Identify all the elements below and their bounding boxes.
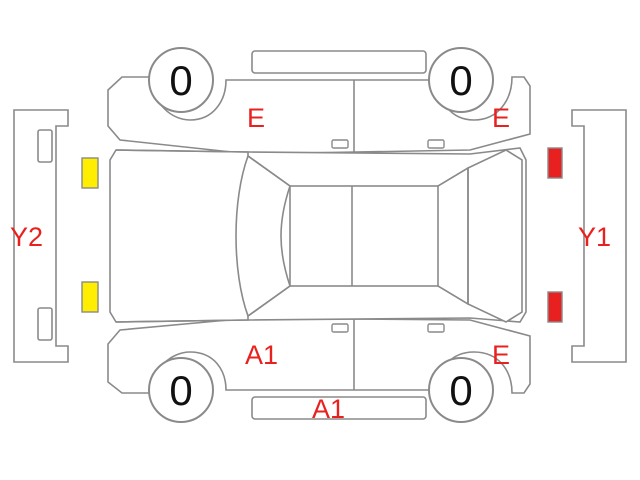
tire-front-right[interactable]: 0 (148, 357, 214, 423)
mark-rear-bumper: Y1 (578, 222, 611, 252)
taillight-upper[interactable] (547, 147, 563, 179)
rear-bumper[interactable] (571, 109, 627, 363)
mark-right-rear-door-bottom: E (492, 340, 510, 370)
car-body-top[interactable] (109, 147, 527, 323)
headlight-upper[interactable] (81, 157, 99, 189)
tire-rear-left-value: 0 (449, 57, 472, 104)
front-bumper[interactable] (13, 109, 69, 363)
mark-sill-bottom: A1 (312, 394, 345, 424)
mark-right-rear-door-top: E (492, 103, 510, 133)
tire-front-left[interactable]: 0 (148, 47, 214, 113)
roof-rail-top[interactable] (251, 50, 427, 74)
side-sill-bottom[interactable] (251, 396, 427, 420)
mark-left-front-door-bottom: A1 (245, 340, 278, 370)
taillight-lower[interactable] (547, 291, 563, 323)
tire-rear-right-value: 0 (449, 367, 472, 414)
tire-rear-right[interactable]: 0 (428, 357, 494, 423)
headlight-lower[interactable] (81, 281, 99, 313)
mark-left-front-door-top: E (247, 103, 265, 133)
mark-front-bumper: Y2 (10, 222, 43, 252)
tire-front-left-value: 0 (169, 57, 192, 104)
tire-front-right-value: 0 (169, 367, 192, 414)
tire-rear-left[interactable]: 0 (428, 47, 494, 113)
